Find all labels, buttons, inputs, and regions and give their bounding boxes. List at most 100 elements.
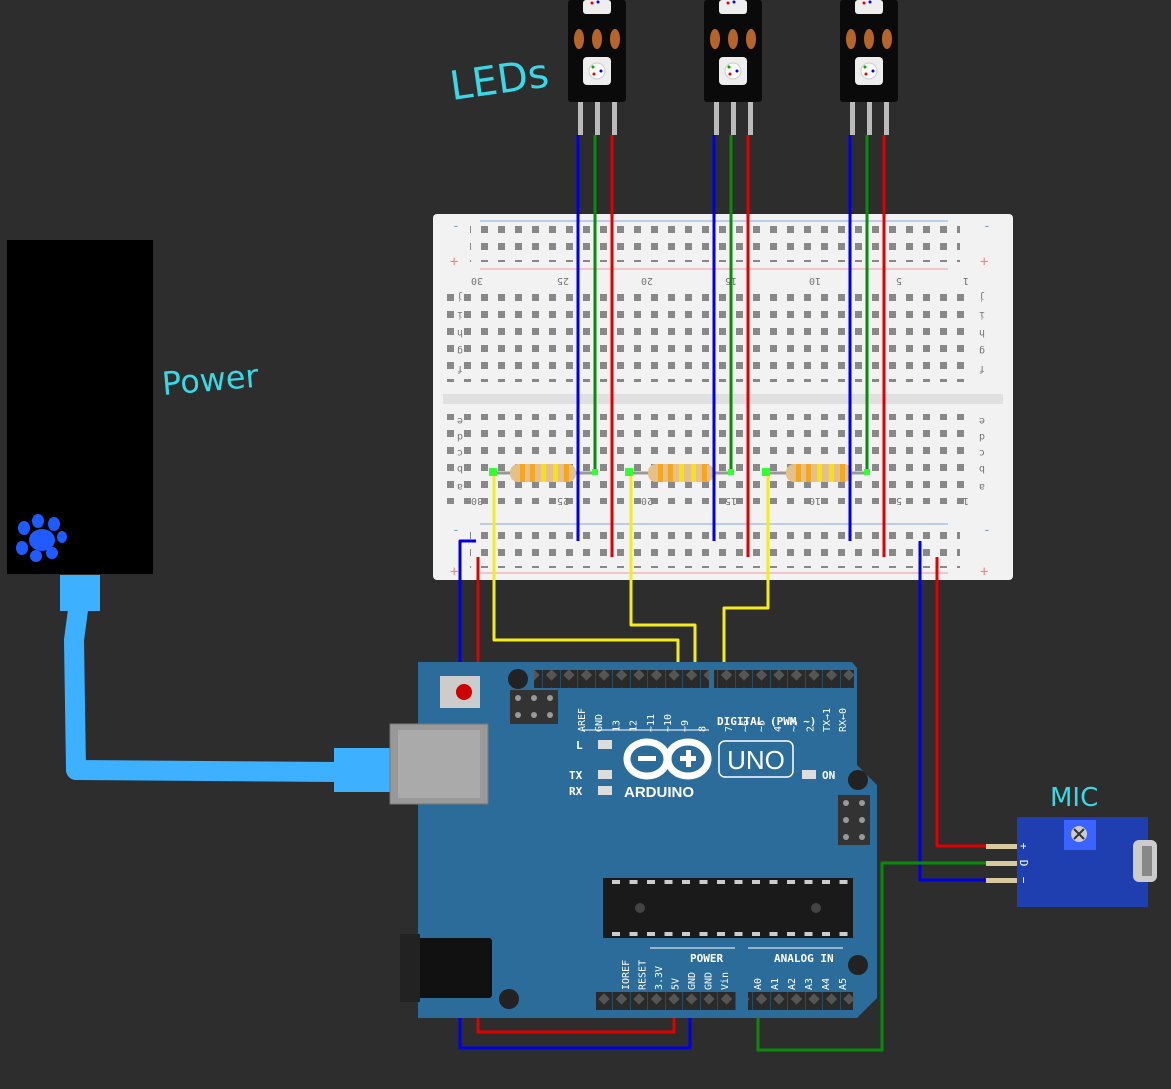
row-letter: a — [979, 481, 985, 492]
row-letter: j — [979, 291, 985, 302]
label-led-on: ON — [822, 769, 835, 782]
mic-pin-label: D — [1017, 860, 1030, 867]
row-letter: g — [457, 345, 463, 356]
digital-pin-label: ~3 — [789, 720, 800, 732]
wire-data-pin9[interactable] — [492, 473, 680, 678]
label-led-l: L — [576, 739, 583, 752]
digital-pin-label: RX←0 — [838, 708, 849, 732]
row-letter: a — [457, 481, 463, 492]
annotation-leds: LEDs — [447, 51, 552, 110]
led-on — [802, 770, 816, 779]
digital-pin-label: AREF — [577, 708, 588, 732]
label-led-rx: RX — [569, 785, 583, 798]
led-module-3[interactable] — [840, 0, 898, 135]
led-tx — [598, 770, 612, 779]
digital-pin-label: 12 — [629, 720, 640, 732]
digital-pin-label: 2 — [806, 726, 817, 732]
digital-pin-label: ~5 — [757, 720, 768, 732]
wire-mic-gnd[interactable] — [918, 541, 986, 882]
analog-header-label: ANALOG IN — [774, 952, 834, 965]
led-module-2[interactable] — [704, 0, 762, 135]
digital-header-high[interactable] — [534, 670, 709, 688]
rail-plus-label: + — [450, 254, 458, 270]
wire-arduino-gnd[interactable] — [458, 539, 692, 1050]
rgb-led-icon — [583, 0, 611, 85]
digital-pin-label: TX→1 — [822, 708, 833, 732]
main-holes-bottom — [443, 414, 970, 504]
mic-module[interactable]: +D− — [986, 817, 1157, 907]
row-letter: i — [979, 309, 985, 320]
rgb-led-icon — [855, 0, 883, 85]
rail-minus-label: - — [452, 219, 460, 234]
reset-button[interactable] — [456, 684, 472, 700]
row-letter: d — [979, 431, 985, 442]
usb-cable[interactable] — [60, 575, 392, 792]
digital-pin-label: 13 — [611, 720, 622, 732]
annotation-power: Power — [160, 357, 261, 403]
power-pin-label: RESET — [638, 960, 649, 990]
row-letter: f — [979, 363, 985, 374]
led-module-1[interactable] — [568, 0, 626, 135]
digital-pin-label: ~10 — [663, 714, 674, 732]
digital-header-low[interactable] — [714, 670, 854, 688]
analog-pin-label: A3 — [804, 978, 815, 990]
rail-plus-label: + — [980, 254, 988, 270]
power-header-label: POWER — [690, 952, 723, 965]
column-number: 5 — [896, 275, 902, 286]
column-number: 25 — [557, 495, 569, 506]
column-number: 1 — [963, 495, 969, 506]
rail-minus-label: - — [983, 523, 991, 538]
analog-pin-label: A2 — [787, 978, 798, 990]
model-label: UNO — [727, 745, 785, 775]
power-pin-label: 3.3V — [654, 966, 665, 990]
analog-header[interactable] — [748, 992, 853, 1010]
analog-pin-label: A5 — [838, 978, 849, 990]
paw-icon — [16, 514, 67, 562]
mic-pin-label: − — [1017, 877, 1030, 884]
column-number: 30 — [471, 495, 483, 506]
wire-mic-vcc[interactable] — [935, 557, 986, 848]
row-letter: e — [979, 415, 985, 426]
power-pin-label: GND — [704, 972, 715, 990]
rail-minus-label: - — [983, 219, 991, 234]
digital-pin-label: GND — [594, 714, 605, 732]
column-number: 10 — [809, 275, 821, 286]
power-pin-label: IOREF — [621, 960, 632, 990]
row-letter: h — [979, 327, 985, 338]
row-letter: i — [457, 309, 463, 320]
digital-pin-label: ~9 — [680, 720, 691, 732]
power-supply[interactable] — [7, 240, 153, 574]
column-number: 20 — [641, 275, 653, 286]
digital-pin-label: 7 — [724, 726, 735, 732]
row-letter: j — [457, 291, 463, 302]
wire-data-pin7[interactable] — [722, 473, 770, 678]
column-number: 30 — [471, 275, 483, 286]
column-number: 5 — [896, 495, 902, 506]
column-number: 10 — [809, 495, 821, 506]
analog-pin-label: A4 — [821, 978, 832, 990]
row-letter: g — [979, 345, 985, 356]
digital-header-label: DIGITAL (PWM ~) — [717, 715, 816, 728]
digital-pin-label: ~11 — [646, 714, 657, 732]
digital-pin-label: 4 — [773, 726, 784, 732]
column-number: 1 — [963, 275, 969, 286]
led-l — [598, 740, 612, 749]
power-pin-label: Vin — [720, 972, 731, 990]
analog-pin-label: A0 — [753, 978, 764, 990]
dc-jack — [400, 938, 492, 998]
brand-label: ARDUINO — [624, 784, 694, 801]
wire-endpoints — [489, 468, 870, 476]
row-letter: b — [457, 463, 463, 474]
row-letter: b — [979, 463, 985, 474]
power-header[interactable] — [596, 992, 736, 1010]
row-letter: d — [457, 431, 463, 442]
wire-data-pin8[interactable] — [629, 473, 697, 678]
annotation-mic: MIC — [1050, 783, 1098, 813]
wire-mic-signal[interactable] — [756, 861, 986, 1052]
arduino-logo-icon — [623, 738, 712, 780]
digital-pin-label: 8 — [697, 726, 708, 732]
column-number: 25 — [557, 275, 569, 286]
